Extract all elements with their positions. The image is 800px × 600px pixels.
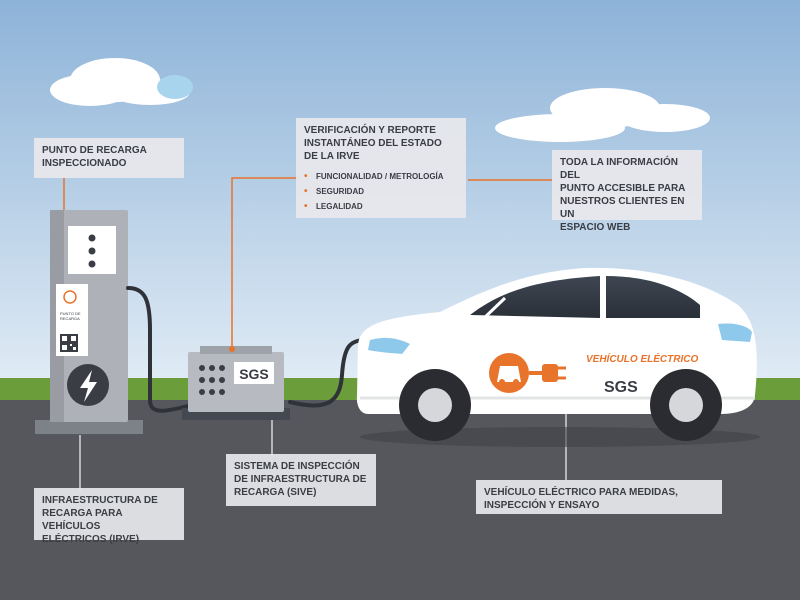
label-bullet: SEGURIDAD xyxy=(304,184,458,199)
label-line: RECARGA (SIVE) xyxy=(234,487,317,498)
inspection-device: SGS xyxy=(182,346,290,420)
label-bullet: FUNCIONALIDAD / METROLOGÍA xyxy=(304,169,458,184)
electric-car: VEHÍCULO ELÉCTRICO SGS xyxy=(356,267,760,447)
label-verificacion: VERIFICACIÓN Y REPORTE INSTANTÁNEO DEL E… xyxy=(296,118,466,218)
label-line: RECARGA PARA VEHÍCULOS xyxy=(42,508,123,532)
charging-station: PUNTO DE RECARGA xyxy=(35,210,143,434)
label-line: DE INFRAESTRUCTURA DE xyxy=(234,474,367,485)
label-line: PUNTO DE RECARGA xyxy=(42,145,147,156)
lightning-bolt xyxy=(80,370,97,402)
label-line: ELÉCTRICOS (IRVE) xyxy=(42,534,140,545)
label-infraestructura: INFRAESTRUCTURA DE RECARGA PARA VEHÍCULO… xyxy=(34,488,184,545)
car-title: VEHÍCULO ELÉCTRICO xyxy=(586,352,698,365)
label-punto-recarga: PUNTO DE RECARGA INSPECCIONADO xyxy=(34,138,184,178)
ev-plug-icon xyxy=(489,353,566,393)
label-sistema-inspeccion: SISTEMA DE INSPECCIÓN DE INFRAESTRUCTURA… xyxy=(226,454,376,506)
cloud-icon xyxy=(50,58,193,106)
label-line: INSPECCIONADO xyxy=(42,158,127,169)
qr-code-icon xyxy=(60,334,78,352)
sticker-text: RECARGA xyxy=(60,316,80,321)
device-brand-logo: SGS xyxy=(239,366,269,382)
sticker-text: PUNTO DE xyxy=(60,311,81,316)
charging-cables xyxy=(126,286,370,413)
car-brand-logo: SGS xyxy=(604,379,638,396)
label-line: VERIFICACIÓN Y REPORTE xyxy=(304,125,436,136)
label-line: INSPECCIÓN Y ENSAYO xyxy=(484,500,600,511)
label-bullet: LEGALIDAD xyxy=(304,199,458,214)
label-line: NUESTROS CLIENTES EN UN xyxy=(560,196,685,220)
cloud-icon xyxy=(495,88,710,142)
label-line: TODA LA INFORMACIÓN DEL xyxy=(560,157,678,181)
label-line: SISTEMA DE INSPECCIÓN xyxy=(234,461,360,472)
label-line: INSTANTÁNEO DEL ESTADO xyxy=(304,138,442,149)
label-bullet-list: FUNCIONALIDAD / METROLOGÍA SEGURIDAD LEG… xyxy=(304,169,458,214)
label-line: DE LA IRVE xyxy=(304,151,360,162)
label-vehiculo: VEHÍCULO ELÉCTRICO PARA MEDIDAS, INSPECC… xyxy=(476,480,722,514)
label-line: VEHÍCULO ELÉCTRICO PARA MEDIDAS, xyxy=(484,487,678,498)
label-informacion-web: TODA LA INFORMACIÓN DEL PUNTO ACCESIBLE … xyxy=(552,150,702,233)
label-line: ESPACIO WEB xyxy=(560,222,631,233)
keypad-icon xyxy=(199,365,225,395)
label-line: INFRAESTRUCTURA DE xyxy=(42,495,158,506)
label-line: PUNTO ACCESIBLE PARA xyxy=(560,183,686,194)
